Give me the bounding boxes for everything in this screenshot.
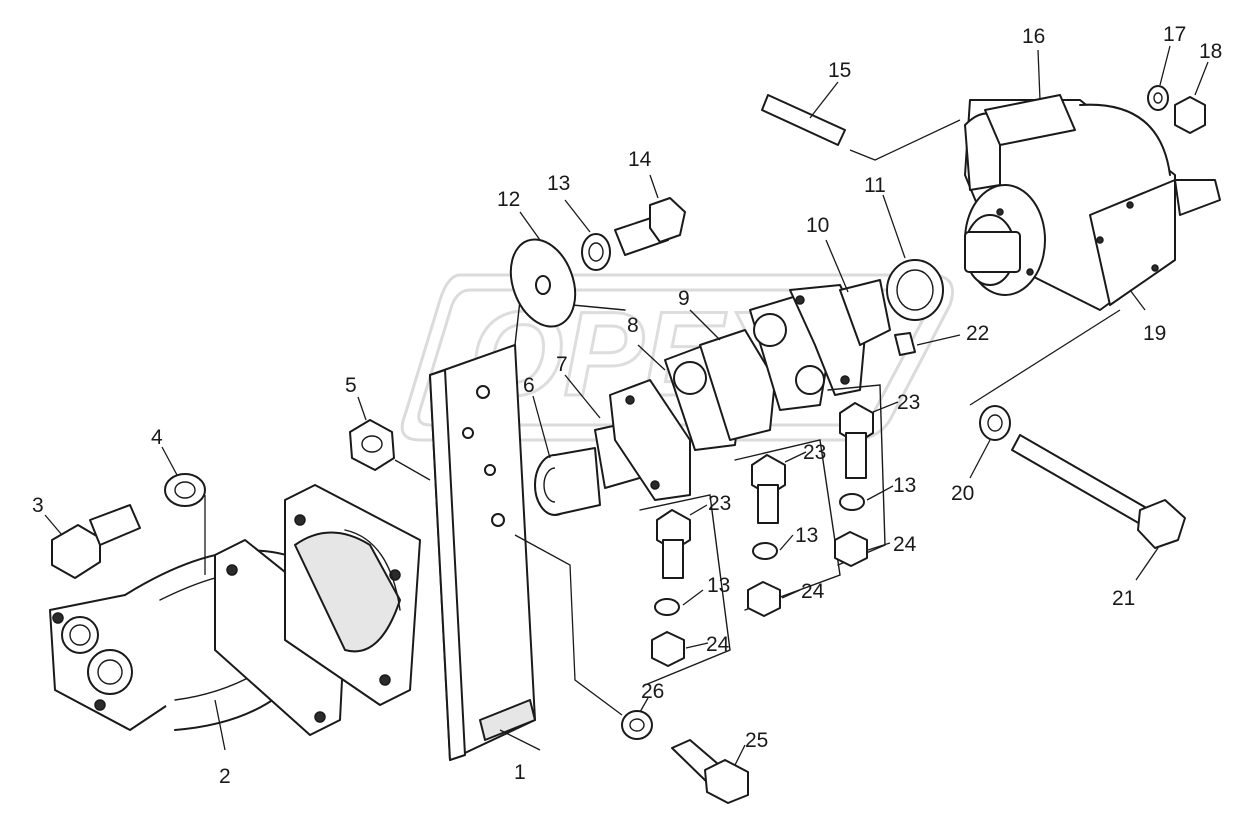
callout-23-middle: 23 — [803, 441, 826, 464]
callout-13-middle: 13 — [795, 524, 818, 547]
callout-19: 19 — [1143, 322, 1166, 345]
callout-13-right: 13 — [893, 474, 916, 497]
part-2-pump-housing — [49, 484, 421, 736]
callout-13-top: 13 — [547, 172, 570, 195]
part-20-washer — [979, 405, 1011, 441]
callout-18: 18 — [1199, 40, 1222, 63]
callout-1: 1 — [514, 761, 526, 784]
part-3-bolt — [51, 504, 141, 579]
callout-12: 12 — [497, 188, 520, 211]
callout-25: 25 — [745, 729, 768, 752]
part-19-unit — [964, 94, 1221, 311]
callout-23-right: 23 — [897, 391, 920, 414]
callout-11: 11 — [864, 174, 886, 197]
callout-2: 2 — [219, 765, 231, 788]
cardan-shaft-assembly — [594, 279, 891, 501]
part-26-washer — [621, 710, 653, 740]
part-11-sleeve — [886, 259, 944, 321]
leader-lines — [44, 45, 1209, 766]
part-15-stud — [761, 94, 846, 146]
callout-24-left: 24 — [706, 633, 730, 656]
part-18-nut — [1174, 96, 1206, 134]
callout-8: 8 — [627, 314, 639, 337]
part-6-coupling — [534, 447, 601, 516]
part-5-nut — [349, 419, 395, 471]
callout-24-middle: 24 — [801, 580, 825, 603]
part-12-plate — [509, 238, 577, 328]
callout-6: 6 — [523, 374, 535, 397]
callout-21: 21 — [1112, 587, 1135, 610]
callout-7: 7 — [556, 353, 568, 376]
callout-16: 16 — [1022, 25, 1045, 48]
part-25-bolt — [671, 739, 749, 804]
part-14-bolt — [614, 197, 686, 256]
callout-23-left: 23 — [708, 492, 731, 515]
callout-17: 17 — [1163, 23, 1186, 46]
callout-3: 3 — [32, 494, 44, 517]
callout-14: 14 — [628, 148, 652, 171]
callout-20: 20 — [951, 482, 974, 505]
callout-9: 9 — [678, 287, 690, 310]
callout-13-left: 13 — [707, 574, 730, 597]
part-17-washer — [1147, 85, 1169, 111]
callout-26: 26 — [641, 680, 664, 703]
callout-22: 22 — [966, 322, 989, 345]
part-1-bracket — [429, 299, 626, 761]
fastener-kit-left — [639, 494, 731, 686]
callout-5: 5 — [345, 374, 357, 397]
callout-10: 10 — [806, 214, 829, 237]
part-22-bolt — [894, 332, 916, 356]
callout-15: 15 — [828, 59, 851, 82]
callout-24-right: 24 — [893, 533, 917, 556]
fastener-kit-right — [827, 384, 886, 567]
callout-labels: 1 2 3 4 5 6 7 8 9 10 11 12 13 13 13 13 1… — [32, 23, 1222, 788]
part-21-long-bolt — [1011, 434, 1186, 549]
part-4-washer — [164, 473, 206, 507]
fastener-kit-middle — [734, 439, 841, 617]
part-13-washer-top — [581, 233, 611, 271]
callout-4: 4 — [151, 426, 163, 449]
